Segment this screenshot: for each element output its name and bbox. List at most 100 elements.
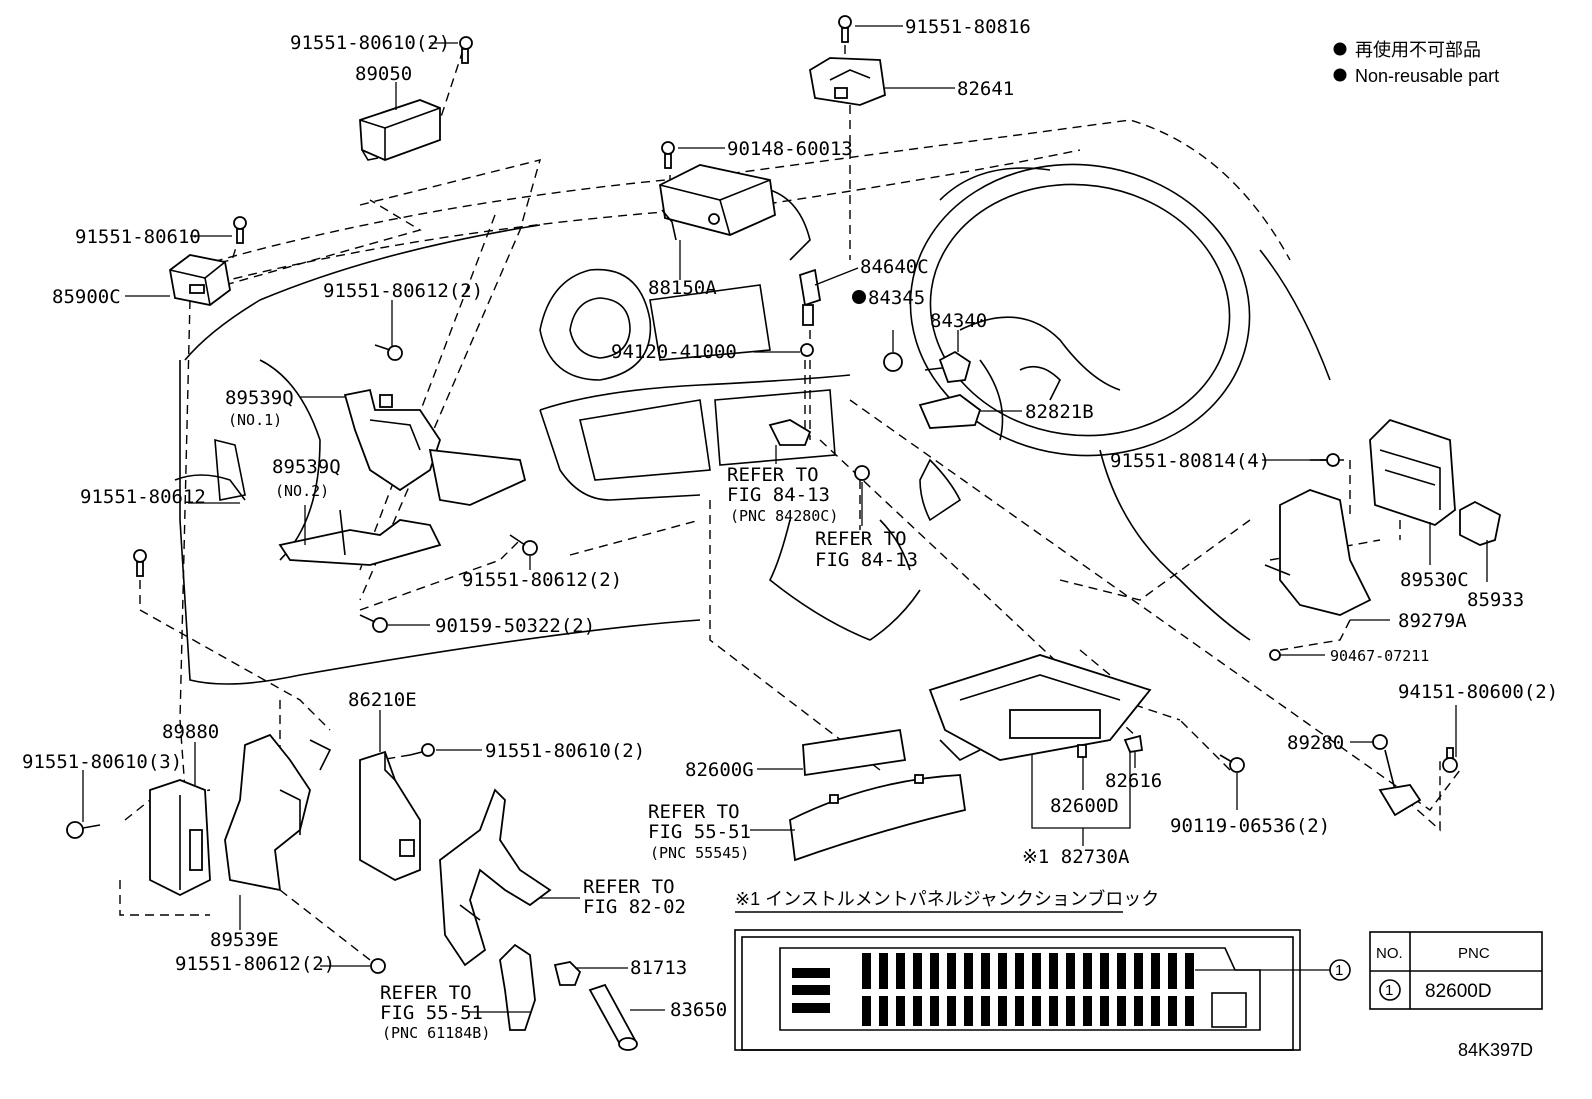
- part-84640C-switch: [798, 268, 822, 357]
- part-84340-switch: [924, 350, 972, 383]
- fuse-slot: [1185, 953, 1194, 989]
- fuse-slots-top: [862, 953, 1194, 989]
- label-85933: 85933: [1467, 589, 1524, 611]
- refer-fig-84-13-line1: REFER TO: [727, 464, 819, 486]
- fuse-slot: [947, 953, 956, 989]
- fuse-slot: [981, 996, 990, 1026]
- label-89050: 89050: [355, 63, 412, 85]
- label-91551-80612-2c: 91551-80612(2): [175, 953, 335, 975]
- label-91551-80612-2: 91551-80612(2): [323, 280, 483, 302]
- label-84340: 84340: [930, 310, 987, 332]
- refer-fig-55-51b-line3: (PNC 61184B): [382, 1024, 490, 1042]
- table-header-no: NO.: [1376, 945, 1403, 962]
- fuse-slot: [998, 996, 1007, 1026]
- label-82600D: 82600D: [1050, 795, 1119, 817]
- label-90119-06536-2: 90119-06536(2): [1170, 815, 1330, 837]
- fuse-slot-left: [792, 1003, 830, 1013]
- part-bolt-91551-80612-2a: [374, 344, 403, 361]
- part-bolt-91551-80610-2b: [409, 743, 435, 757]
- fuse-slots-left: [792, 968, 830, 1013]
- label-86210E: 86210E: [348, 689, 417, 711]
- fuse-slot: [1015, 953, 1024, 989]
- junction-block-detail: ※1 インストルメントパネルジャンクションブロック 1: [734, 888, 1351, 1051]
- label-84640C: 84640C: [860, 256, 929, 278]
- fuse-slot: [879, 996, 888, 1026]
- part-84280C-sensor: [768, 419, 812, 446]
- table-row-pnc: 82600D: [1425, 981, 1492, 1002]
- part-82600G-cover: [802, 728, 907, 777]
- fuse-slot: [998, 953, 1007, 989]
- table-header-pnc: PNC: [1458, 945, 1490, 962]
- table-row-number-circle: [1379, 979, 1401, 1001]
- junction-block-caption: ※1 インストルメントパネルジャンクションブロック: [735, 888, 1159, 909]
- part-bolt-90148-60013: [661, 141, 675, 169]
- fuse-slot: [1032, 996, 1041, 1026]
- fuse-slot: [1134, 996, 1143, 1026]
- fuse-slot: [1168, 996, 1177, 1026]
- label-91551-80610: 91551-80610: [75, 226, 201, 248]
- refer-fig-55-51-line2: FIG 55-51: [648, 821, 751, 843]
- refer-fig-55-51-line1: REFER TO: [648, 801, 740, 823]
- part-89530C-ecu: [1369, 418, 1456, 527]
- fuse-slot: [1185, 996, 1194, 1026]
- fuse-slot: [930, 996, 939, 1026]
- part-bolt-91551-80816: [838, 15, 852, 43]
- fuse-slot: [1083, 953, 1092, 989]
- fuse-slot: [964, 953, 973, 989]
- fuse-slot: [1117, 996, 1126, 1026]
- part-bolt-91551-80610-3: [66, 821, 101, 839]
- fuse-slot-left: [792, 985, 830, 995]
- label-91551-80612: 91551-80612: [80, 486, 206, 508]
- part-89539Q-no1-bracket: [343, 388, 441, 492]
- junction-block-square: [1211, 992, 1247, 1028]
- fuse-slot: [1049, 953, 1058, 989]
- part-bolt-91551-80612-2c: [370, 958, 386, 974]
- part-89539Q-no2-bracket: [278, 448, 527, 566]
- fuse-slot: [1015, 996, 1024, 1026]
- part-labels: 91551-80816 82641 91551-80610(2) 89050 9…: [22, 16, 1558, 1042]
- label-89530C: 89530C: [1400, 569, 1469, 591]
- pnc-table: NO. PNC 1 82600D: [1369, 931, 1543, 1010]
- label-90467-07211: 90467-07211: [1330, 647, 1429, 665]
- label-89279A: 89279A: [1398, 610, 1467, 632]
- non-reusable-bullet-icon: [1333, 42, 1347, 56]
- label-91551-80610-2b: 91551-80610(2): [485, 740, 645, 762]
- part-89880-ecu: [149, 779, 211, 897]
- refer-fig-82-02-line1: REFER TO: [583, 876, 675, 898]
- steering-wheel: [909, 163, 1251, 457]
- fuse-slot: [1117, 953, 1126, 989]
- fuse-slot: [1134, 953, 1143, 989]
- part-bolt-91551-80610: [233, 216, 247, 244]
- legend-jp: 再使用不可部品: [1355, 40, 1481, 60]
- label-91551-80814-4: 91551-80814(4): [1110, 450, 1270, 472]
- part-82-02-bracket: [439, 788, 552, 967]
- part-bolt-91551-80612: [133, 549, 147, 577]
- part-bolt-90119-06536-2: [1219, 754, 1245, 773]
- label-84345: 84345: [868, 287, 925, 309]
- label-90148-60013: 90148-60013: [727, 138, 853, 160]
- refer-fig-55-51b-line2: FIG 55-51: [380, 1002, 483, 1024]
- label-82641: 82641: [957, 78, 1014, 100]
- label-91551-80816: 91551-80816: [905, 16, 1031, 38]
- refer-fig-84-13-line3: (PNC 84280C): [730, 507, 838, 525]
- label-83650: 83650: [670, 999, 727, 1021]
- callout-number: 1: [1335, 962, 1343, 979]
- fuse-slot-left: [792, 968, 830, 978]
- label-89280: 89280: [1287, 732, 1344, 754]
- fuse-slot: [1151, 953, 1160, 989]
- label-94120-41000: 94120-41000: [611, 341, 737, 363]
- fuse-slot: [1066, 953, 1075, 989]
- part-82616-small: [1077, 734, 1144, 758]
- refer-fig-84-13-line2: FIG 84-13: [727, 484, 830, 506]
- label-91551-80610-3: 91551-80610(3): [22, 751, 182, 773]
- part-bolt-91551-80612-2b: [509, 534, 538, 556]
- fuse-slot: [1032, 953, 1041, 989]
- label-82600G: 82600G: [685, 759, 754, 781]
- legend: 再使用不可部品 Non-reusable part: [1333, 40, 1499, 86]
- label-88150A: 88150A: [648, 277, 717, 299]
- label-82730A: ※1 82730A: [1022, 846, 1130, 868]
- label-94151-80600-2: 94151-80600(2): [1398, 681, 1558, 703]
- fuse-slot: [1168, 953, 1177, 989]
